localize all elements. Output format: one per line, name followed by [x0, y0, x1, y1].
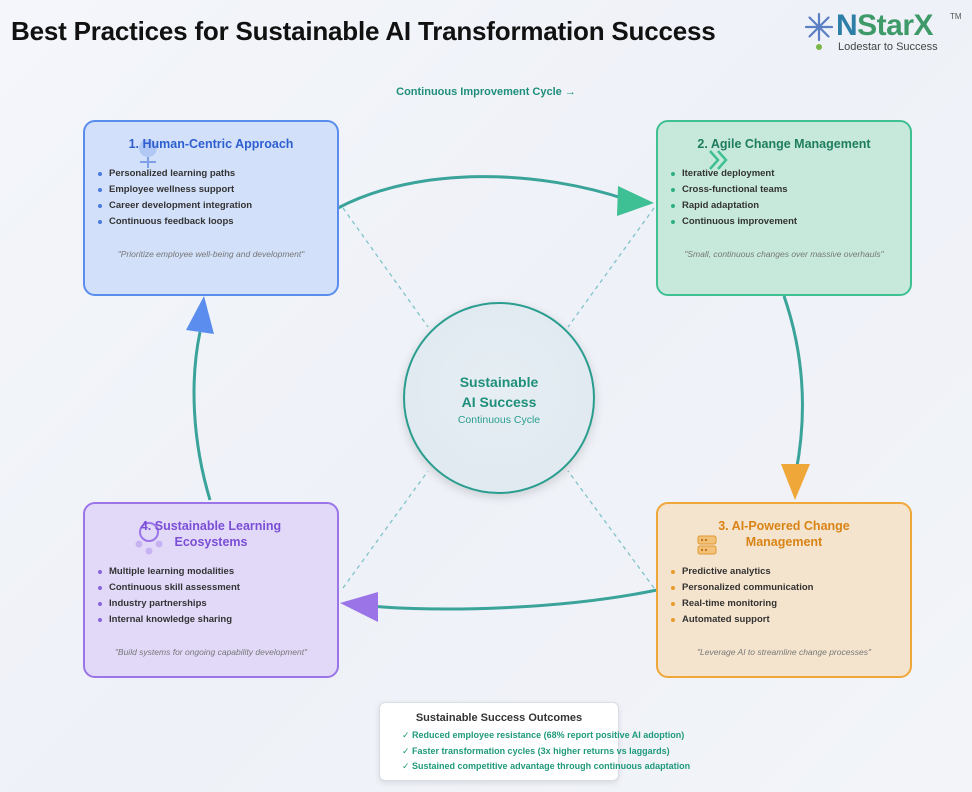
server-icon	[697, 535, 717, 555]
card-ai-powered-change: 3. AI-Powered Change Management Predicti…	[656, 502, 912, 678]
outcomes-box: Sustainable Success Outcomes ✓ Reduced e…	[379, 702, 690, 781]
arrow-3-to-4	[369, 588, 658, 611]
list-item: Automated support	[670, 612, 813, 628]
arrowhead-orange	[781, 464, 810, 500]
arrowhead-green	[617, 186, 654, 216]
dashed-link-3	[567, 470, 655, 589]
nstarx-logo: NStarX TM Lodestar to Success	[804, 10, 964, 56]
card-items: Predictive analytics Personalized commun…	[670, 564, 813, 628]
card-agile-change: 2. Agile Change Management Iterative dep…	[656, 120, 912, 296]
card-quote: "Build systems for ongoing capability de…	[114, 647, 308, 657]
card-human-centric: 1. Human-Centric Approach Personalized l…	[83, 120, 339, 296]
outcome-item: ✓ Sustained competitive advantage throug…	[402, 761, 691, 771]
outcome-item: ✓ Reduced employee resistance (68% repor…	[402, 730, 685, 740]
list-item: Multiple learning modalities	[97, 564, 240, 580]
person-icon	[139, 139, 157, 168]
list-item: Continuous skill assessment	[97, 580, 240, 596]
dashed-link-4	[342, 470, 429, 589]
center-hub: Sustainable AI Success Continuous Cycle	[403, 302, 595, 494]
card-quote: "Leverage AI to streamline change proces…	[697, 647, 871, 657]
dashed-link-1	[342, 207, 429, 328]
outcomes-list: ✓ Reduced employee resistance (68% repor…	[402, 728, 690, 775]
list-item: Employee wellness support	[97, 182, 252, 198]
center-title: Sustainable AI Success	[459, 374, 539, 410]
list-item: Personalized learning paths	[97, 166, 252, 182]
list-item: Real-time monitoring	[670, 596, 813, 612]
list-item: Cross-functional teams	[670, 182, 797, 198]
outcome-item: ✓ Faster transformation cycles (3x highe…	[402, 745, 670, 756]
list-item: Predictive analytics	[670, 564, 813, 580]
list-item: Continuous feedback loops	[97, 214, 252, 230]
list-item: Career development integration	[97, 198, 252, 214]
list-item: Personalized communication	[670, 580, 813, 596]
list-item: Iterative deployment	[670, 166, 797, 182]
arrow-4-to-1	[192, 331, 212, 501]
arrow-1-to-2	[337, 175, 629, 210]
arrowhead-purple	[340, 592, 378, 622]
card-quote: "Prioritize employee well-being and deve…	[117, 249, 305, 259]
card-items: Personalized learning paths Employee wel…	[97, 166, 252, 230]
center-subtitle: Continuous Cycle	[457, 414, 541, 426]
list-item: Rapid adaptation	[670, 198, 797, 214]
arrowhead-blue	[186, 296, 214, 334]
page-title: Best Practices for Sustainable AI Transf…	[11, 16, 716, 46]
list-item: Industry partnerships	[97, 596, 240, 612]
list-item: Continuous improvement	[670, 214, 797, 230]
logo-tagline: Lodestar to Success	[838, 41, 938, 53]
outcomes-title: Sustainable Success Outcomes	[415, 712, 583, 724]
card-title: 4. Sustainable Learning Ecosystems	[140, 519, 282, 549]
arrow-2-to-3	[782, 295, 804, 473]
logo-brand: NStarX	[836, 9, 934, 42]
cycle-label: Continuous Improvement Cycle →	[396, 86, 576, 98]
logo-dot	[816, 44, 822, 50]
card-title: 2. Agile Change Management	[697, 137, 871, 151]
logo-trademark: TM	[950, 12, 962, 21]
list-item: Internal knowledge sharing	[97, 612, 240, 628]
card-items: Multiple learning modalities Continuous …	[97, 564, 240, 628]
card-title: 1. Human-Centric Approach	[128, 137, 294, 151]
star-logo-icon	[804, 12, 834, 42]
double-chevron-icon	[709, 150, 728, 170]
dashed-link-2	[567, 207, 655, 328]
card-quote: "Small, continuous changes over massive …	[684, 249, 884, 259]
card-sustainable-learning: 4. Sustainable Learning Ecosystems Multi…	[83, 502, 339, 678]
card-title: 3. AI-Powered Change Management	[718, 519, 850, 549]
network-icon	[135, 522, 163, 555]
card-items: Iterative deployment Cross-functional te…	[670, 166, 797, 230]
